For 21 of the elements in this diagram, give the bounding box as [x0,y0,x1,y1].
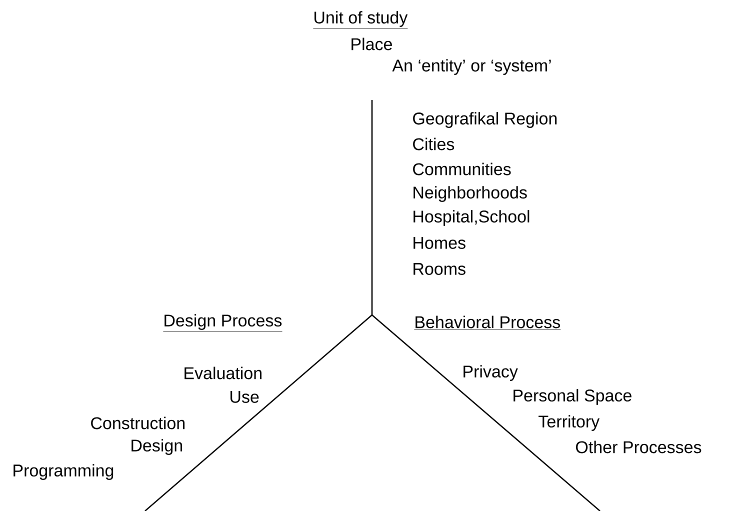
text-label: Evaluation [184,366,262,380]
text-label: Hospital,School [414,210,530,226]
text-label: Personal Space [514,389,632,405]
heading: Design Process [163,314,282,332]
text-label: Construction [91,416,185,430]
heading: Unit of study [313,11,408,29]
text-label: Other Processes [576,440,702,454]
text-label: Design [132,439,182,455]
text-label: Use [230,391,259,403]
text-label: Rooms [414,263,466,275]
text-label: Communities [413,162,511,176]
text-label: Privacy [464,365,518,381]
heading: Behavioral Process [414,316,561,330]
text-label: Homes [414,237,466,249]
text-label: Territory [538,415,600,431]
text-label: An ‘entity’ or ‘system’ [392,59,551,75]
text-label: Neighborhoods [414,186,527,202]
text-label: Geografikal Region [413,112,557,128]
text-label: Cities [413,138,454,150]
text-label: Programming [14,464,114,480]
text-label: Place [352,38,392,50]
